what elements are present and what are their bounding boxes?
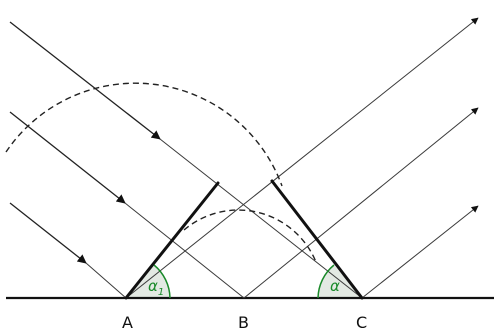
huygens-arc-small bbox=[183, 209, 317, 263]
incident-ray-1 bbox=[9, 21, 161, 140]
incident-ray-3-continuation bbox=[85, 262, 127, 299]
incident-ray-3 bbox=[9, 202, 87, 264]
angle-right-symbol: α bbox=[330, 277, 340, 295]
point-label-c: C bbox=[356, 313, 367, 332]
point-label-b: B bbox=[238, 313, 249, 332]
incident-ray-2 bbox=[9, 111, 126, 204]
huygens-arc-large bbox=[5, 82, 283, 187]
point-label-a: A bbox=[122, 313, 133, 332]
angle-label-right: α bbox=[330, 277, 340, 295]
angle-label-left: α1 bbox=[148, 277, 164, 298]
incident-wavefront bbox=[124, 181, 220, 300]
angle-arc-right bbox=[317, 264, 335, 299]
reflected-ray-2 bbox=[243, 107, 479, 299]
reflected-ray-1 bbox=[125, 17, 479, 299]
angle-left-subscript: 1 bbox=[158, 287, 164, 298]
reflected-ray-3 bbox=[361, 205, 479, 299]
angle-left-symbol: α bbox=[148, 277, 158, 295]
incident-ray-2-continuation bbox=[124, 202, 245, 299]
reflected-wavefront bbox=[270, 179, 364, 300]
angle-arc-left bbox=[153, 264, 171, 299]
